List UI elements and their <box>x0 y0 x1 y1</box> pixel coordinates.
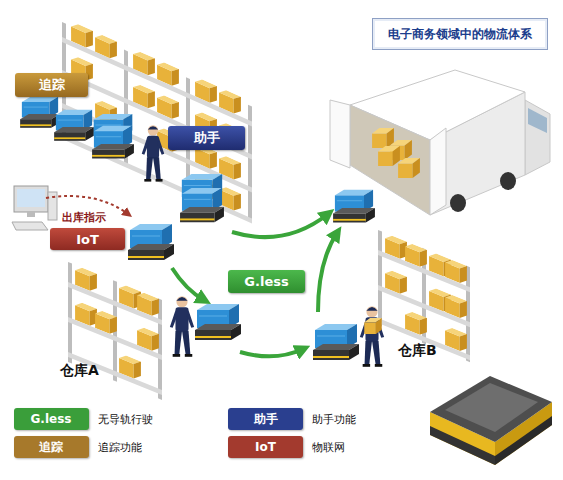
shelf <box>378 230 470 362</box>
diagram-title: 电子商务领域中的物流体系 <box>372 18 548 50</box>
swatch-label: 助手 <box>228 408 303 430</box>
legend-text: 物联网 <box>312 440 345 455</box>
function-tag: 追踪 <box>15 73 88 97</box>
tag-text: 追踪 <box>39 76 65 94</box>
annotation-label: 仓库B <box>398 340 468 360</box>
swatch-label: IoT <box>228 436 303 458</box>
function-tag: IoT <box>50 228 125 250</box>
legend-text: 无导轨行驶 <box>98 412 153 427</box>
function-tag: 助手 <box>168 126 245 150</box>
swatch-label: 追踪 <box>14 436 88 458</box>
computer <box>12 186 57 230</box>
tag-text: 助手 <box>194 129 220 147</box>
shelf <box>68 262 162 400</box>
swatch-label: G.less <box>14 408 88 430</box>
agv-product <box>430 376 552 465</box>
function-tag: G.less <box>228 270 305 293</box>
annotation-label: 仓库A <box>60 360 130 380</box>
annotation-label: 出库指示 <box>62 210 132 226</box>
flow-arrows <box>172 214 337 356</box>
agv-robots <box>20 97 384 367</box>
legend-text: 追踪功能 <box>98 440 142 455</box>
legend-text: 助手功能 <box>312 412 356 427</box>
tag-text: IoT <box>76 232 99 247</box>
tag-text: G.less <box>244 274 288 289</box>
